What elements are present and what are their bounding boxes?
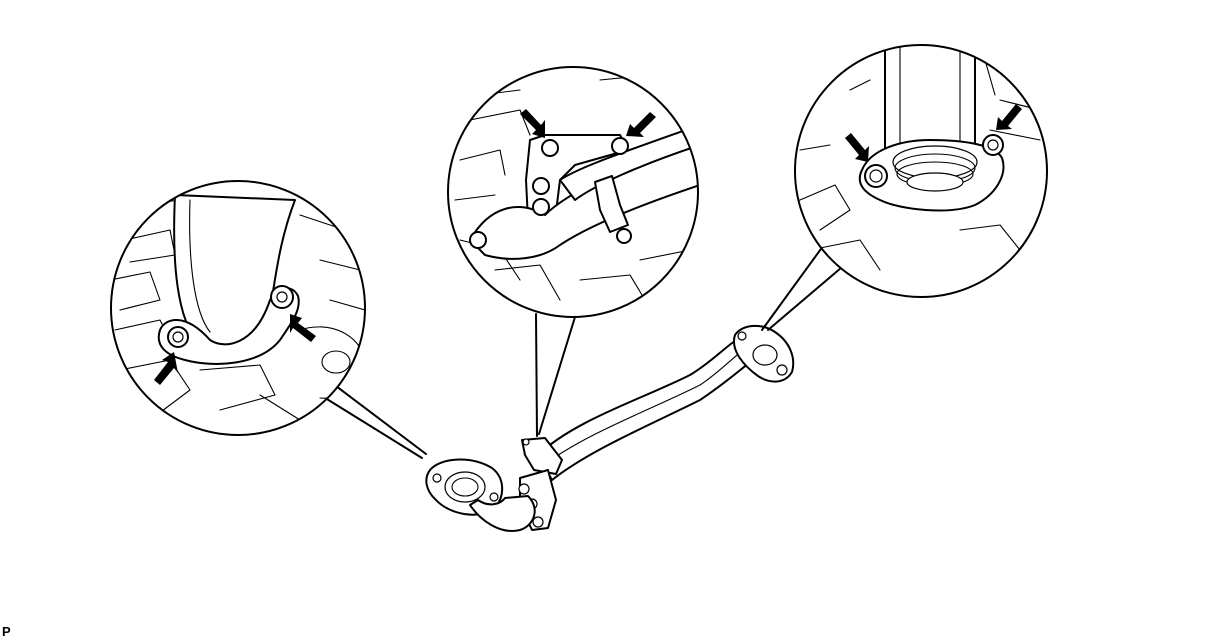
page-code-label: P	[2, 624, 11, 639]
callout-leaders	[321, 241, 849, 459]
bracket-bolt	[532, 177, 550, 195]
bracket-bolt	[616, 228, 632, 244]
arrow-icon	[290, 314, 316, 342]
arrow-icon	[626, 112, 656, 137]
detail-circle-left	[110, 180, 366, 436]
bracket-bolt	[541, 139, 559, 157]
exhaust-pipe-assembly	[425, 324, 795, 532]
rear-flange	[732, 324, 795, 383]
detail-circle-right	[794, 44, 1048, 298]
bracket-bolt	[611, 137, 629, 155]
arrow-icon	[154, 352, 178, 385]
exhaust-tube	[537, 334, 761, 481]
bracket-bolt	[469, 231, 487, 249]
pipe-bracket	[518, 437, 563, 531]
arrow-icon	[520, 109, 545, 138]
bracket-bolt	[532, 198, 550, 216]
front-flange	[425, 458, 536, 532]
detail-circle-center	[447, 66, 699, 318]
arrow-icon	[996, 104, 1022, 130]
arrow-icon	[845, 133, 869, 162]
